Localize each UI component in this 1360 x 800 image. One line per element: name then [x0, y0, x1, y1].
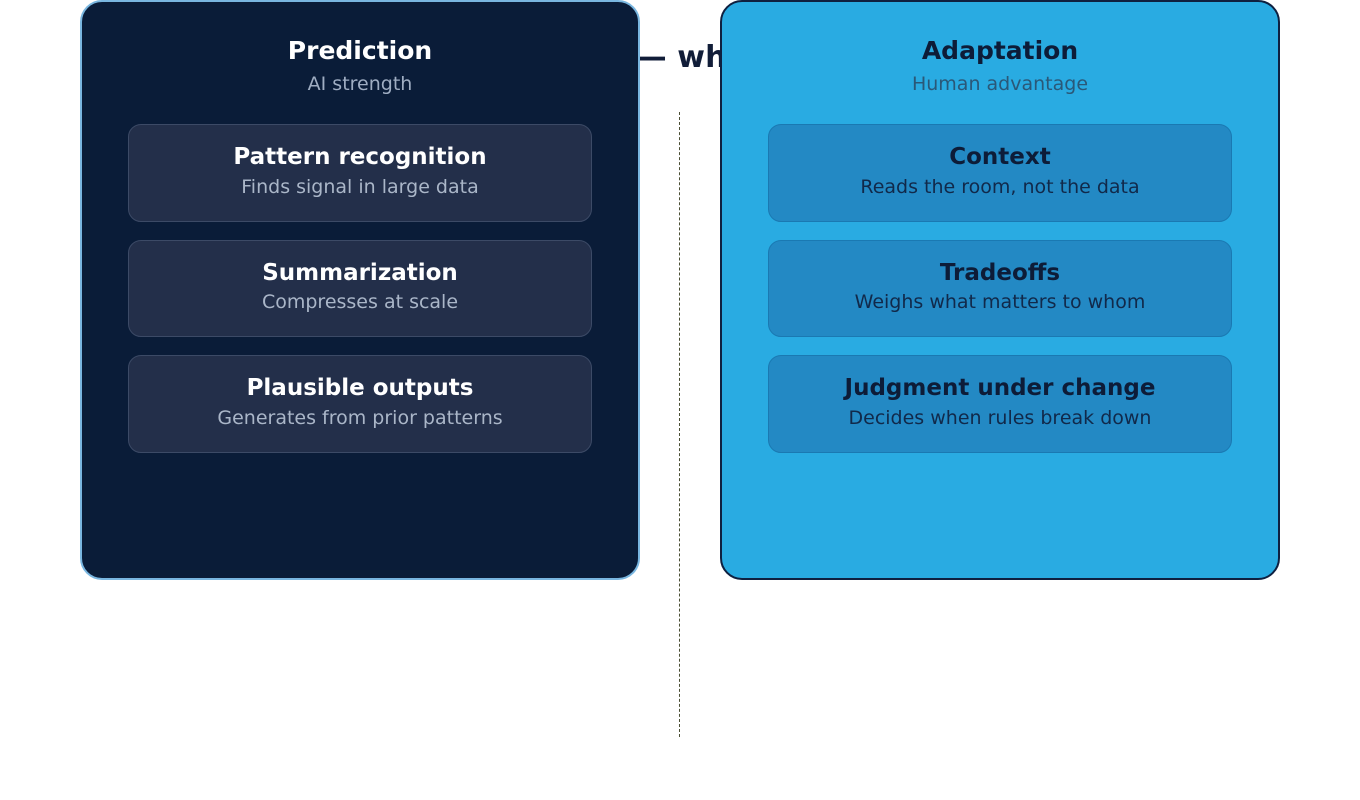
card-description: Generates from prior patterns: [217, 406, 503, 429]
panel-prediction-card-list: Pattern recognition Finds signal in larg…: [128, 124, 592, 453]
card-description: Compresses at scale: [261, 291, 459, 314]
panel-prediction-header: Prediction AI strength: [128, 36, 592, 98]
card-pattern-recognition[interactable]: Pattern recognition Finds signal in larg…: [128, 124, 592, 222]
card-title: Summarization: [262, 259, 458, 286]
panel-adaptation-header: Adaptation Human advantage: [768, 36, 1232, 98]
card-plausible-outputs[interactable]: Plausible outputs Generates from prior p…: [128, 355, 592, 453]
panel-adaptation: Adaptation Human advantage Context Reads…: [720, 0, 1280, 580]
panel-prediction: Prediction AI strength Pattern recogniti…: [80, 0, 640, 580]
card-context[interactable]: Context Reads the room, not the data: [768, 124, 1232, 222]
panel-prediction-title: Prediction: [287, 36, 433, 65]
card-description: Decides when rules break down: [848, 406, 1152, 429]
card-title: Pattern recognition: [233, 144, 487, 170]
card-title: Context: [949, 144, 1051, 170]
panel-adaptation-card-list: Context Reads the room, not the data Tra…: [768, 124, 1232, 453]
center-divider: [679, 112, 680, 737]
panel-adaptation-title: Adaptation: [921, 36, 1079, 65]
card-description: Finds signal in large data: [241, 175, 479, 198]
card-judgment-under-change[interactable]: Judgment under change Decides when rules…: [768, 355, 1232, 453]
card-description: Weighs what matters to whom: [854, 291, 1146, 314]
card-title: Tradeoffs: [939, 259, 1061, 286]
panel-adaptation-subtitle: Human advantage: [911, 72, 1089, 95]
card-summarization[interactable]: Summarization Compresses at scale: [128, 239, 592, 338]
panel-prediction-subtitle: AI strength: [307, 72, 413, 95]
card-tradeoffs[interactable]: Tradeoffs Weighs what matters to whom: [768, 239, 1232, 338]
card-title: Plausible outputs: [246, 375, 474, 402]
card-title: Judgment under change: [844, 375, 1156, 402]
card-description: Reads the room, not the data: [860, 175, 1140, 198]
